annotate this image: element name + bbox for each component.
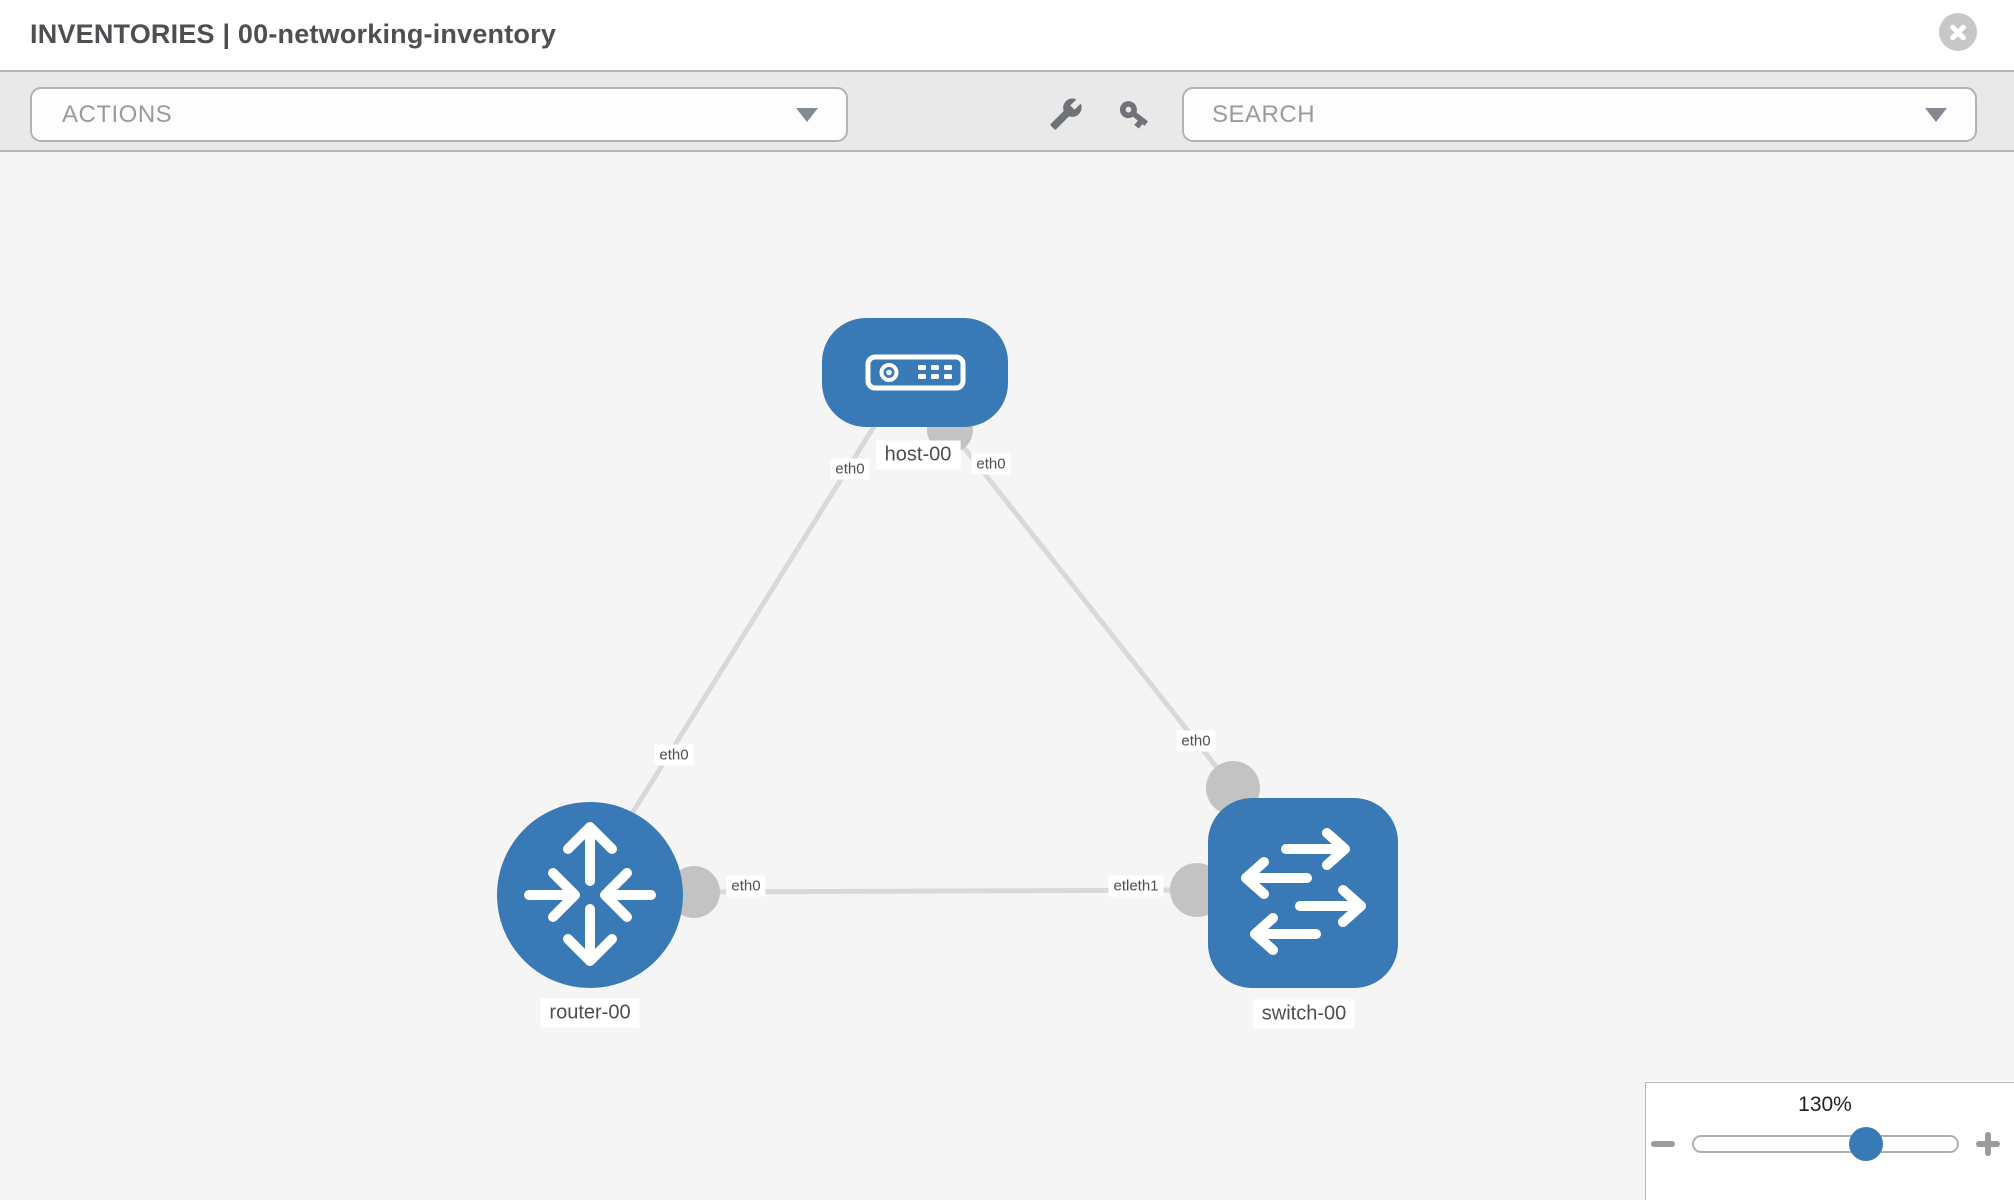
node-label-router: router-00 bbox=[540, 998, 640, 1028]
plus-icon bbox=[1985, 1132, 1991, 1156]
link-host-switch bbox=[948, 428, 1235, 790]
search-input[interactable] bbox=[1212, 89, 1912, 140]
zoom-level-value: 130% bbox=[1798, 1093, 1852, 1116]
zoom-in-button[interactable] bbox=[1975, 1131, 2001, 1157]
node-router[interactable] bbox=[497, 802, 683, 988]
port-label: eth0 bbox=[1176, 730, 1216, 752]
port-label: eth0 bbox=[726, 875, 766, 897]
chevron-down-icon bbox=[796, 108, 818, 122]
wrench-button[interactable] bbox=[1044, 92, 1088, 136]
host-icon bbox=[865, 354, 966, 391]
search-box[interactable] bbox=[1182, 87, 1977, 142]
node-switch[interactable] bbox=[1208, 798, 1398, 988]
toolbar: ACTIONS bbox=[0, 70, 2014, 152]
zoom-slider-track[interactable] bbox=[1692, 1127, 1959, 1161]
key-button[interactable] bbox=[1112, 92, 1156, 136]
minus-icon bbox=[1651, 1141, 1675, 1147]
node-label-switch: switch-00 bbox=[1252, 999, 1356, 1029]
zoom-panel: 130% bbox=[1645, 1082, 2014, 1200]
chevron-down-icon bbox=[1925, 108, 1947, 122]
port-label: eth0 bbox=[830, 458, 870, 480]
router-icon bbox=[524, 822, 656, 966]
topology-svg bbox=[497, 318, 1398, 988]
topology-canvas[interactable]: eth0 eth0 eth0 eth0 eth0 etleth1 host-00… bbox=[0, 152, 2014, 1200]
actions-dropdown-label: ACTIONS bbox=[62, 101, 173, 128]
switch-icon bbox=[1241, 828, 1366, 955]
zoom-out-button[interactable] bbox=[1650, 1131, 1676, 1157]
key-icon bbox=[1119, 101, 1149, 129]
topology-links bbox=[625, 423, 1235, 895]
page-title: INVENTORIES | 00-networking-inventory bbox=[30, 19, 557, 49]
node-host[interactable] bbox=[822, 318, 1008, 427]
node-label-host: host-00 bbox=[875, 440, 961, 470]
interface-connectors bbox=[668, 407, 1260, 918]
port-label: eth0 bbox=[654, 744, 694, 766]
close-icon[interactable] bbox=[1939, 13, 1977, 51]
wrench-icon bbox=[1050, 98, 1082, 130]
actions-dropdown[interactable]: ACTIONS bbox=[30, 87, 848, 142]
header: INVENTORIES | 00-networking-inventory bbox=[0, 0, 2014, 70]
zoom-slider-thumb[interactable] bbox=[1849, 1127, 1883, 1161]
port-label: etleth1 bbox=[1108, 875, 1164, 897]
port-label: eth0 bbox=[971, 453, 1011, 475]
